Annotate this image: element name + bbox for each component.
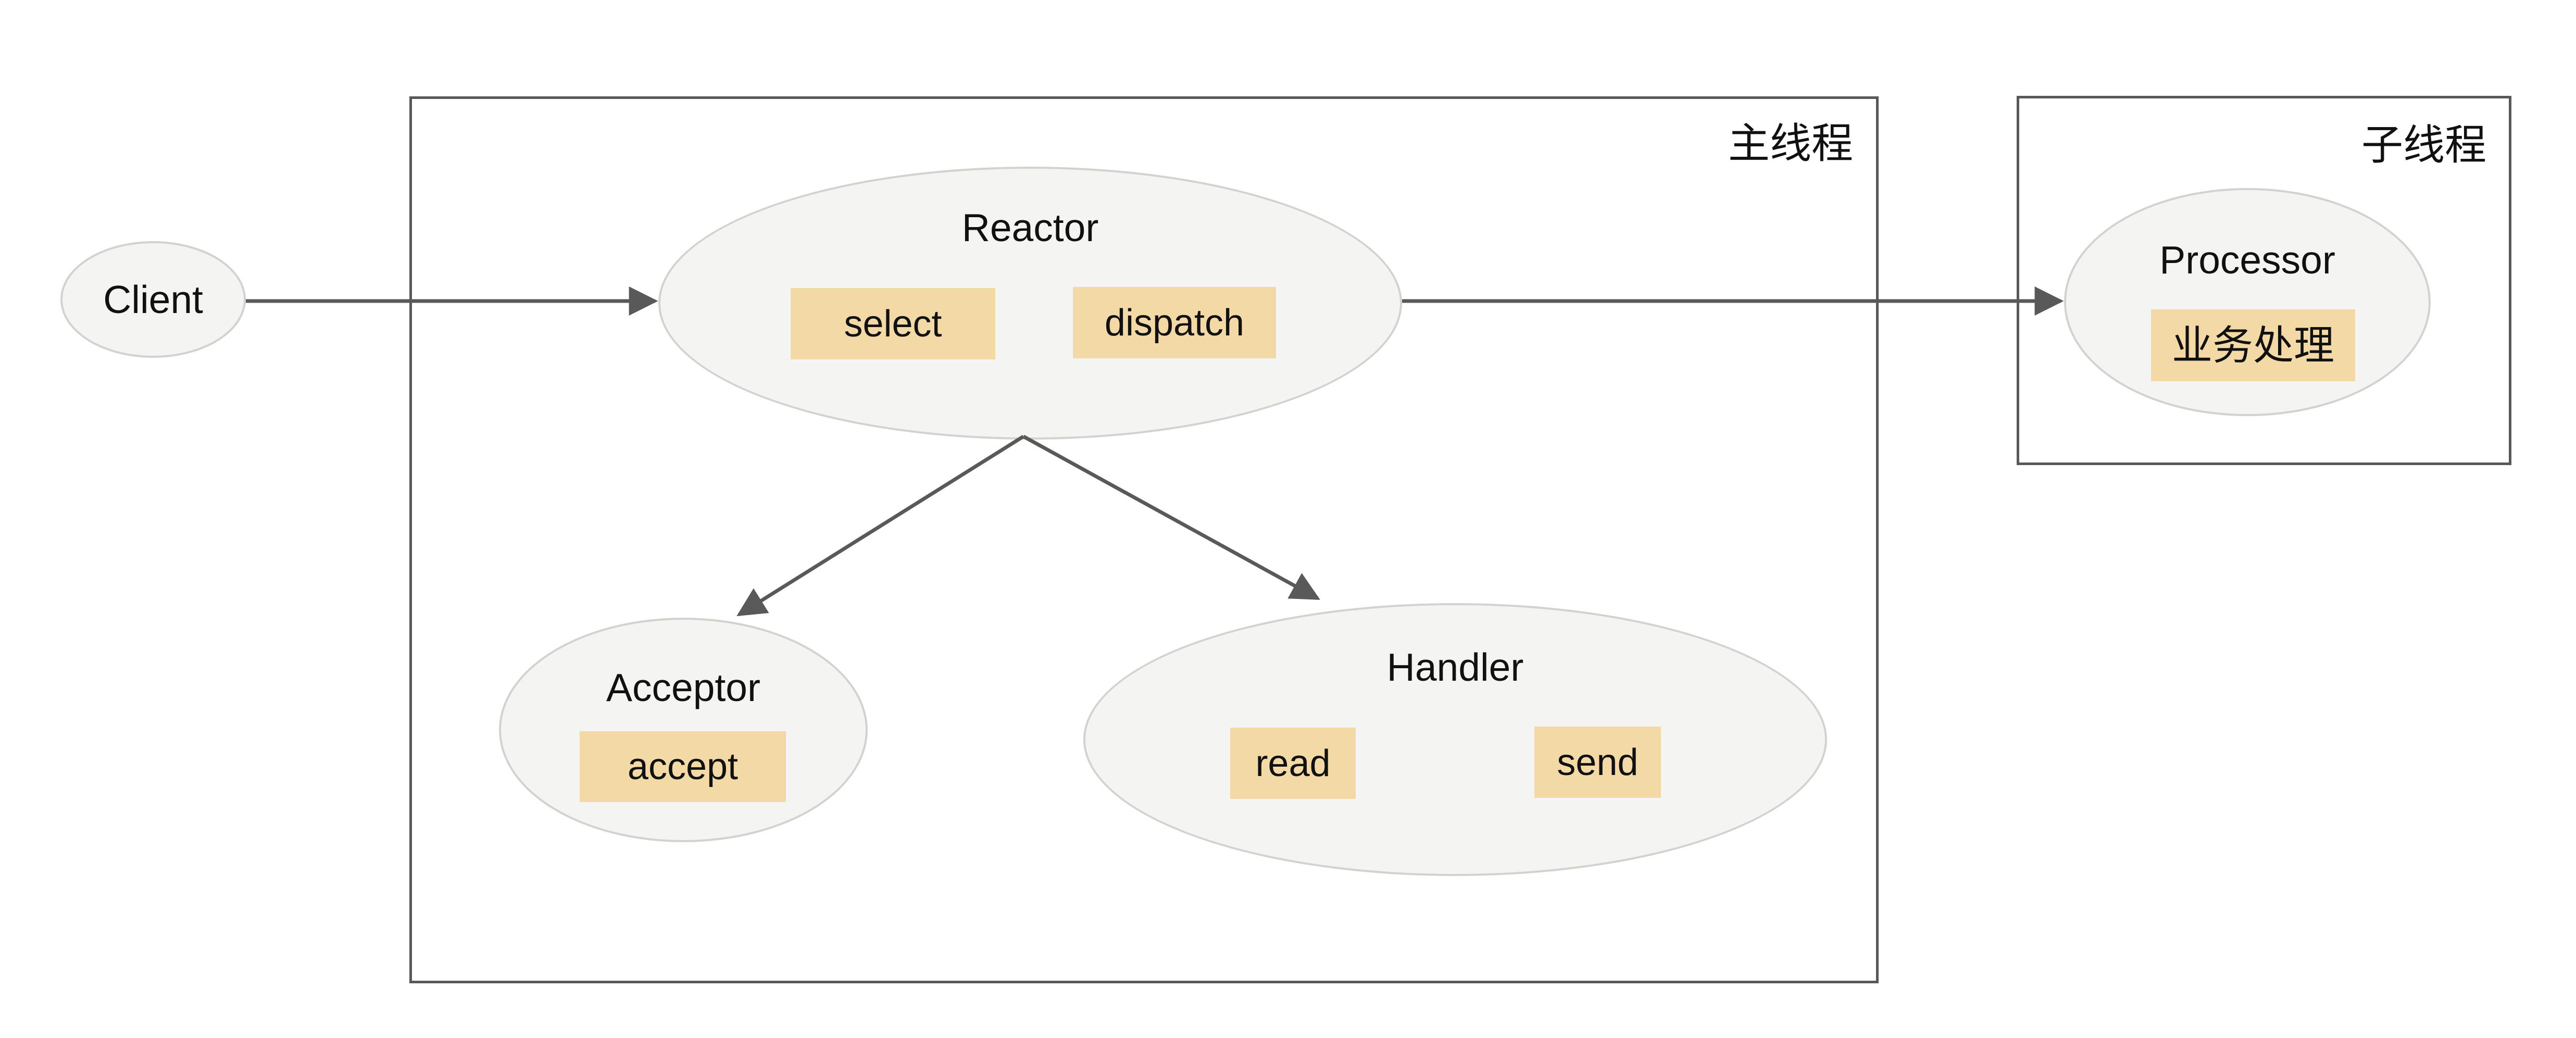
method-box-accept: accept [580, 731, 786, 802]
processor-node: Processor 业务处理 [2064, 188, 2431, 416]
handler-label: Handler [1386, 645, 1524, 689]
reactor-label: Reactor [961, 206, 1099, 249]
main-thread-container: 主线程 [409, 96, 1879, 983]
main-thread-label: 主线程 [1728, 120, 1853, 167]
method-box-business-process: 业务处理 [2151, 309, 2355, 381]
handler-node: Handler read send [1083, 603, 1827, 876]
method-box-send: send [1534, 727, 1661, 798]
client-node: Client [60, 241, 246, 358]
sub-thread-label: 子线程 [2361, 122, 2486, 168]
reactor-node: Reactor select dispatch [658, 167, 1402, 440]
processor-label: Processor [2159, 238, 2335, 282]
client-label: Client [103, 278, 203, 321]
sub-thread-container: 子线程 [2017, 96, 2511, 465]
method-box-read: read [1230, 728, 1356, 799]
method-box-select: select [791, 288, 995, 359]
acceptor-label: Acceptor [606, 666, 760, 709]
method-box-dispatch: dispatch [1073, 287, 1276, 358]
acceptor-node: Acceptor accept [499, 618, 868, 842]
